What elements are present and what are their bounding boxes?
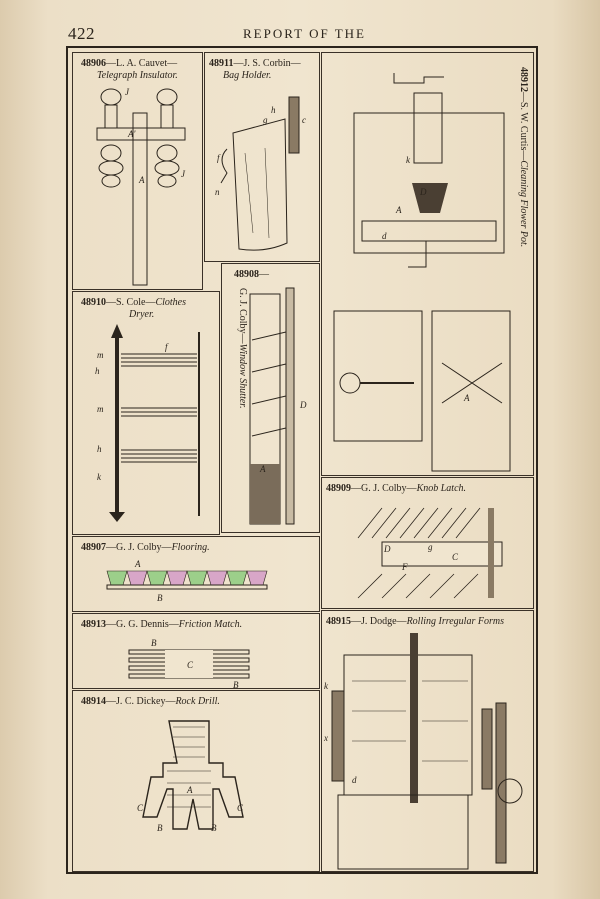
svg-text:h: h — [97, 444, 102, 454]
panel-rock-drill: 48914—J. C. Dickey—Rock Drill. A C C B B — [72, 690, 320, 872]
svg-text:A: A — [138, 175, 145, 185]
page-header: 422 REPORT OF THE — [68, 24, 540, 44]
caption-48913: 48913—G. G. Dennis—Friction Match. — [81, 619, 243, 630]
panel-bag-holder: 48911—J. S. Corbin— Bag Holder. c h g f n — [204, 52, 320, 262]
svg-text:D: D — [383, 544, 391, 554]
svg-text:F: F — [401, 562, 408, 572]
caption-48914: 48914—J. C. Dickey—Rock Drill. — [81, 696, 220, 707]
svg-text:f: f — [165, 342, 169, 352]
caption-48912: 48912—S. W. Curtis—Cleaning Flower Pot. — [518, 67, 529, 248]
svg-text:J: J — [181, 169, 186, 179]
svg-text:d: d — [382, 231, 387, 241]
caption-48907: 48907—G. J. Colby—Flooring. — [81, 542, 210, 553]
caption-48908: 48908— — [234, 269, 269, 280]
svg-text:m: m — [97, 404, 104, 414]
svg-text:A: A — [259, 464, 266, 474]
patent-plate: 48906—L. A. Cauvet— Telegraph Insulator.… — [66, 46, 538, 874]
svg-text:C: C — [137, 803, 144, 813]
svg-text:k: k — [324, 681, 329, 691]
svg-text:B: B — [157, 593, 163, 603]
page-number: 422 — [68, 24, 95, 43]
svg-text:A: A — [134, 559, 141, 569]
svg-text:n: n — [215, 187, 220, 197]
figure-window-shutter: DA — [249, 287, 307, 525]
caption-48906: 48906—L. A. Cauvet— Telegraph Insulator. — [81, 58, 178, 81]
panel-telegraph-insulator: 48906—L. A. Cauvet— Telegraph Insulator.… — [72, 52, 203, 290]
svg-text:d: d — [352, 775, 357, 785]
panel-friction-match: 48913—G. G. Dennis—Friction Match. B C B — [72, 613, 320, 689]
caption-48911: 48911—J. S. Corbin— Bag Holder. — [209, 58, 301, 81]
svg-text:C: C — [452, 552, 459, 562]
svg-text:J: J — [125, 87, 130, 97]
svg-text:B: B — [211, 823, 217, 833]
svg-text:h: h — [95, 366, 100, 376]
svg-text:A: A — [463, 393, 470, 403]
running-title: REPORT OF THE — [243, 26, 366, 41]
svg-text:A': A' — [127, 129, 136, 139]
figure-bag-holder: c h g f n — [215, 96, 306, 251]
svg-text:C: C — [187, 660, 194, 670]
caption-48909: 48909—G. J. Colby—Knob Latch. — [326, 483, 467, 494]
figure-clothes-dryer: mh fm hk — [95, 324, 200, 522]
panel-rolling-irregular-forms: 48915—J. Dodge—Rolling Irregular Forms k… — [321, 610, 534, 872]
panel-cleaning-flower-pot: 48912—S. W. Curtis—Cleaning Flower Pot. … — [321, 52, 534, 476]
figure-rolling-irregular-forms: k x d — [323, 633, 523, 870]
svg-text:A: A — [395, 205, 402, 215]
figure-cleaning-flower-pot: kD Ad A — [333, 73, 511, 472]
svg-text:c: c — [302, 115, 306, 125]
figure-flooring: AB — [106, 559, 268, 603]
svg-text:g: g — [428, 542, 433, 552]
caption-48910: 48910—S. Cole—Clothes Dryer. — [81, 297, 187, 320]
figure-telegraph-insulator: J A' A J — [96, 87, 186, 286]
figure-friction-match: B C B — [128, 638, 250, 689]
svg-text:k: k — [97, 472, 102, 482]
svg-text:h: h — [271, 105, 276, 115]
figure-rock-drill: A C C B B — [137, 720, 244, 833]
svg-text:B: B — [151, 638, 157, 648]
svg-text:m: m — [97, 350, 104, 360]
svg-text:B: B — [233, 680, 239, 689]
svg-text:x: x — [323, 733, 328, 743]
caption-48915: 48915—J. Dodge—Rolling Irregular Forms — [326, 616, 504, 627]
svg-text:k: k — [406, 155, 411, 165]
svg-text:A: A — [186, 785, 193, 795]
svg-text:B: B — [157, 823, 163, 833]
svg-text:C: C — [237, 803, 244, 813]
svg-text:g: g — [263, 115, 268, 125]
svg-text:D: D — [299, 400, 307, 410]
svg-text:D: D — [419, 187, 427, 197]
svg-text:f: f — [217, 153, 221, 163]
